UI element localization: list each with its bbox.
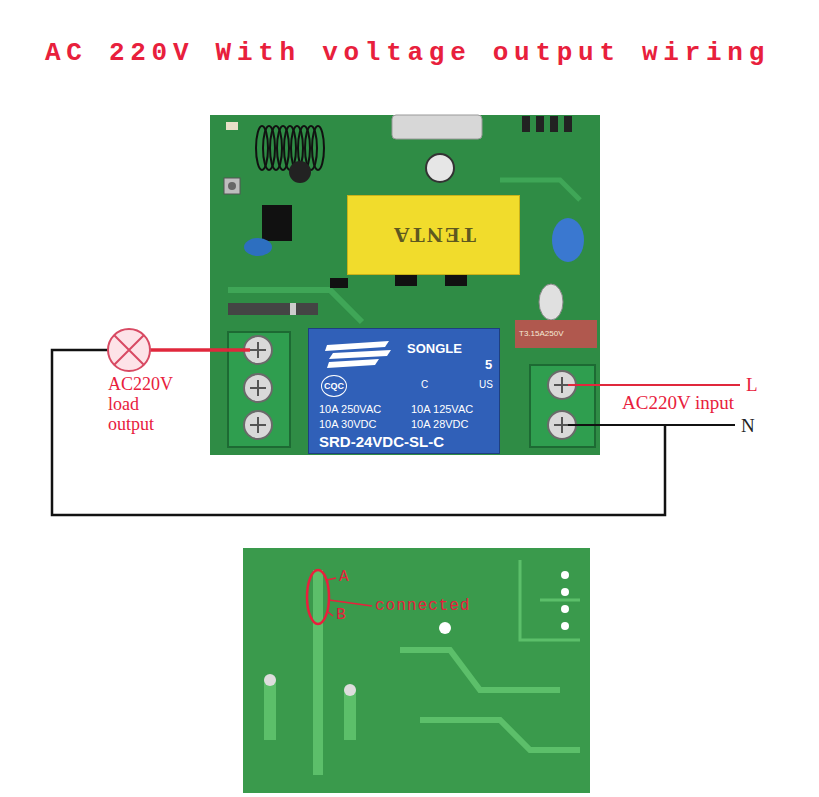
led (226, 122, 238, 130)
logo-stripe (327, 359, 379, 368)
fuse (515, 320, 597, 348)
screw-head (244, 411, 272, 439)
solder-pad (561, 588, 569, 596)
capacitor-block: TENTA (347, 195, 520, 275)
solder-pad (561, 622, 569, 630)
diode (228, 303, 318, 315)
output-label: AC220V load output (108, 374, 186, 434)
point-label: B (336, 606, 346, 624)
header-pin (522, 116, 530, 132)
cert-mark: C (421, 379, 428, 390)
screw (548, 371, 576, 439)
leader-line (329, 600, 372, 606)
point-label: A (339, 568, 349, 586)
header-pin (550, 116, 558, 132)
logo-stripe (325, 341, 389, 351)
cert-mark: CQC (321, 375, 347, 397)
brand-name: SONGLE (407, 341, 462, 356)
capacitor (539, 284, 563, 320)
highlight-ellipse (307, 570, 329, 624)
terminal-label: L (746, 375, 758, 395)
push-button (224, 178, 240, 194)
capacitor (426, 154, 454, 182)
screw-slot (250, 380, 266, 396)
antenna-turn (312, 126, 324, 170)
load-wire (150, 348, 250, 352)
push-button (228, 182, 236, 190)
antenna-coil (256, 126, 324, 170)
input-label: AC220V input (622, 393, 734, 413)
relay-body: SONGLE CQC C 5US 10A 250VAC 10A 125VAC 10A 30V… (308, 328, 500, 454)
solder-pad (344, 684, 356, 696)
title: AC 220V With voltage output wiring (45, 38, 770, 68)
note-label: connected (375, 597, 470, 615)
rating-text: 10A 30VDC (319, 418, 376, 430)
leader-line (327, 578, 336, 580)
brand-logo (319, 335, 399, 375)
solder-pad (561, 605, 569, 613)
lamp-symbol (108, 329, 150, 371)
terminal-label: N (741, 416, 755, 436)
rating-text: 10A 125VAC (411, 403, 473, 415)
pcb-trace (520, 560, 580, 640)
diode-band (290, 303, 296, 315)
leader-line (328, 612, 333, 616)
screw-slot (250, 417, 266, 433)
screw-slot (250, 342, 266, 358)
terminal-block (530, 365, 595, 447)
header-pin (564, 116, 572, 132)
screw-slot (554, 417, 570, 433)
pcb-board (210, 115, 600, 455)
component-marking: TENTA (391, 222, 475, 248)
live-wire (568, 384, 740, 386)
ceramic-capacitor (244, 238, 272, 256)
cert-mark: 5 (485, 357, 492, 372)
lamp-symbol (114, 335, 144, 365)
crystal (392, 115, 482, 139)
solder-pad (561, 571, 569, 579)
pcb-trace (313, 570, 323, 775)
neutral-wire (568, 424, 735, 426)
logo-stripe (329, 350, 391, 359)
solder-pad (264, 674, 276, 686)
pcb-trace (270, 680, 350, 740)
ceramic-capacitor (552, 218, 584, 262)
pcb-back (243, 548, 590, 793)
rating-text: 10A 28VDC (411, 418, 468, 430)
smd-part (330, 278, 348, 288)
screw-head (244, 374, 272, 402)
ic-chip (262, 205, 292, 241)
capacitor (289, 161, 311, 183)
header-pin (536, 116, 544, 132)
cert-mark: US (479, 379, 493, 390)
mounting-hole (439, 622, 451, 634)
pcb-trace (400, 650, 580, 750)
screw-slot (554, 377, 570, 393)
fuse-marking: T3.15A250V (519, 329, 563, 338)
pcb-trace (228, 290, 362, 322)
rating-text: 10A 250VAC (319, 403, 381, 415)
model-number: SRD-24VDC-SL-C (319, 433, 444, 450)
